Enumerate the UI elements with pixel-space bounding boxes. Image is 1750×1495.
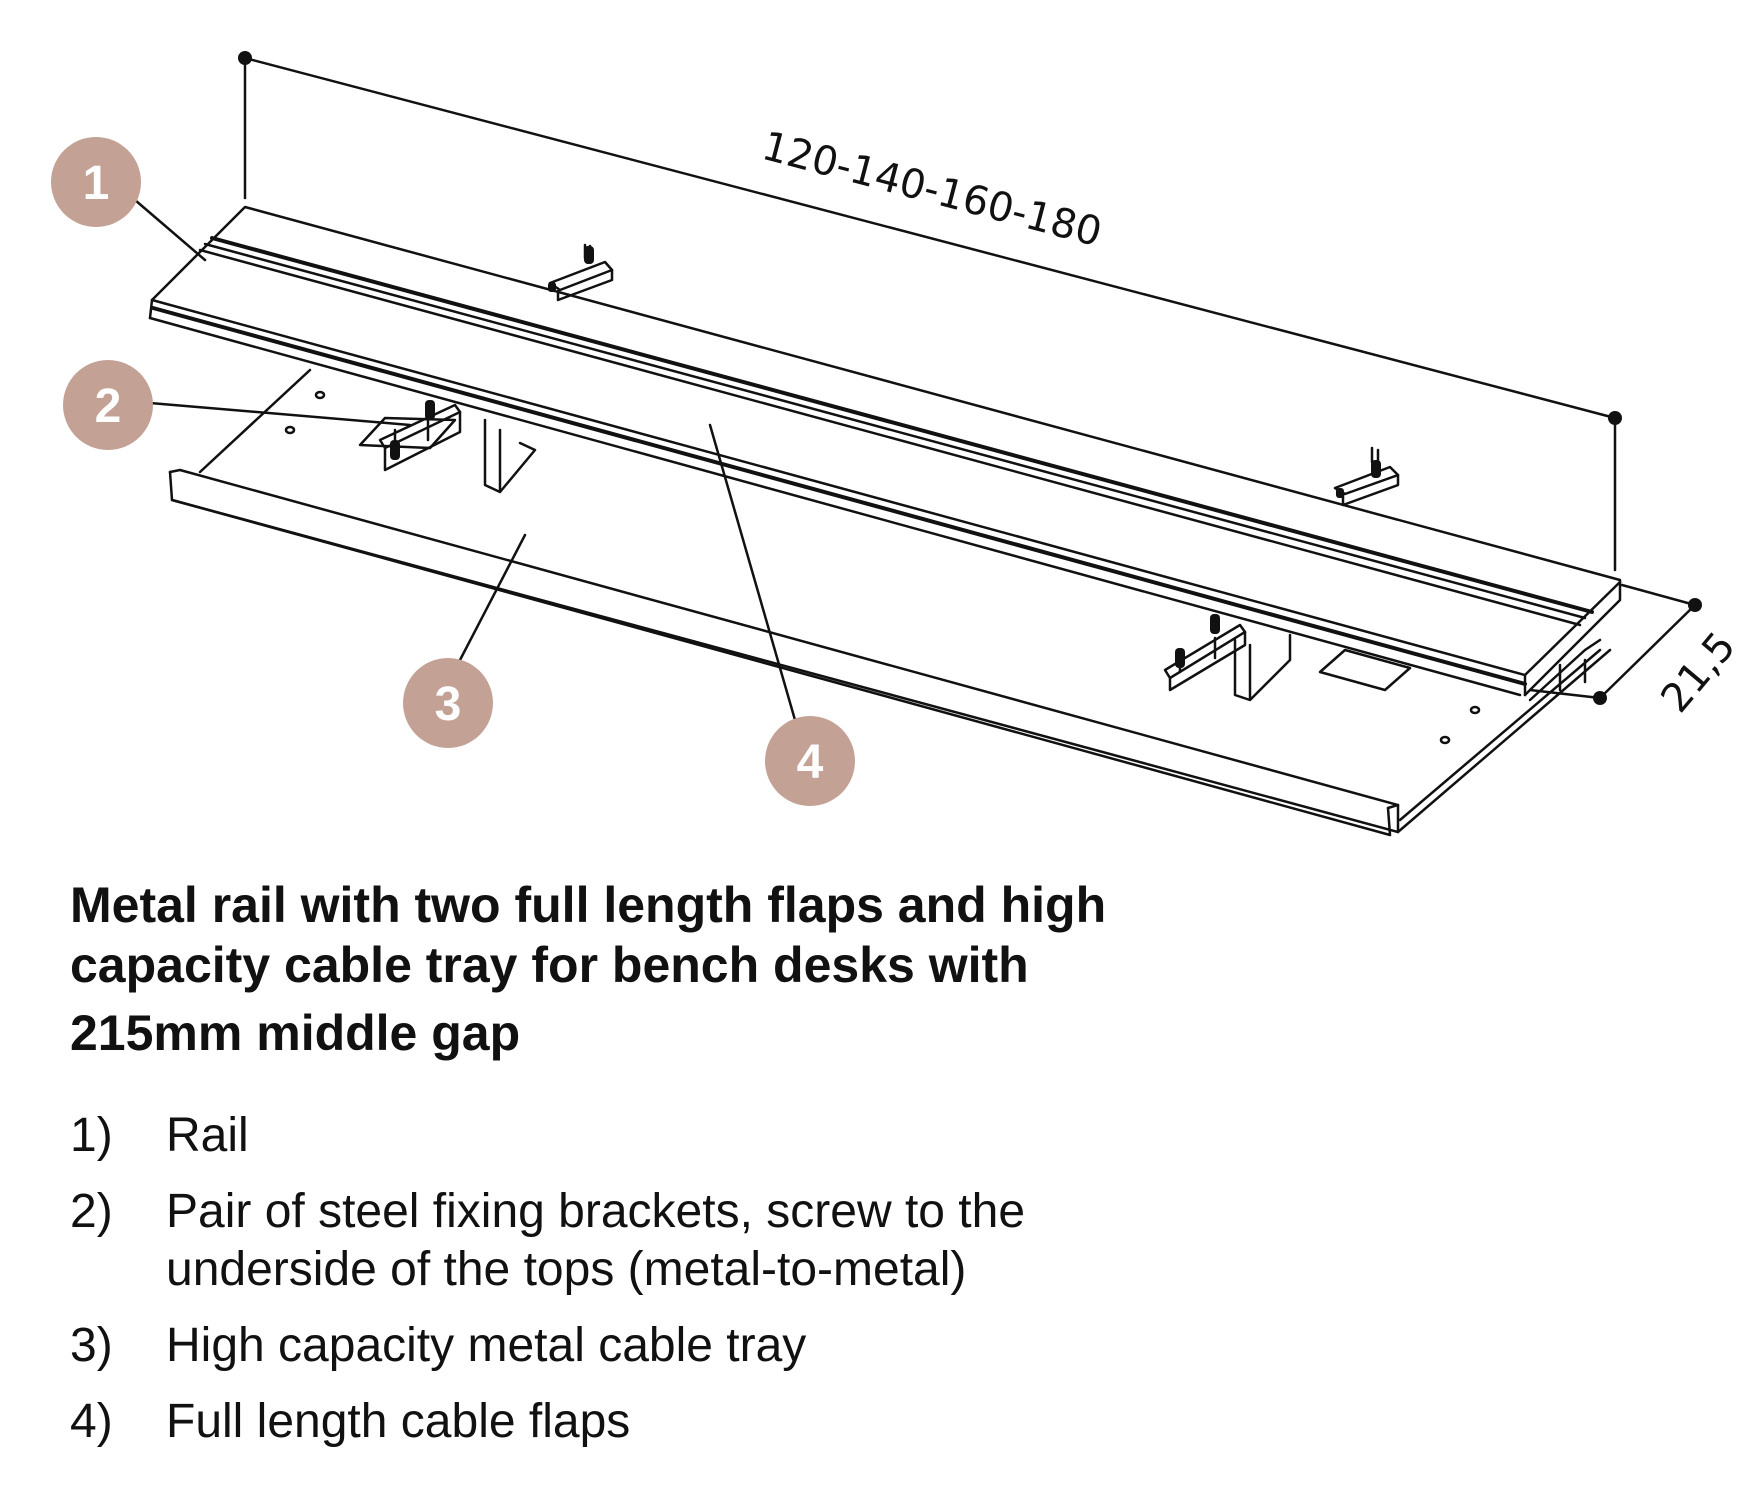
item-number: 4) xyxy=(70,1395,113,1448)
title-line: Metal rail with two full length flaps an… xyxy=(70,877,1107,933)
title-line: capacity cable tray for bench desks with xyxy=(70,937,1029,993)
item-text: Full length cable flaps xyxy=(166,1395,631,1448)
cable-tray-drawing xyxy=(168,368,1612,837)
product-title: Metal rail with two full length flaps an… xyxy=(70,875,1220,1063)
callout-1: 1 xyxy=(51,137,141,227)
callout-3: 3 xyxy=(403,658,493,748)
list-item: 1) Rail xyxy=(70,1107,1220,1165)
item-text: High capacity metal cable tray xyxy=(166,1319,807,1372)
item-number: 2) xyxy=(70,1185,113,1238)
list-item: 4) Full length cable flaps xyxy=(70,1393,1220,1451)
rail-drawing xyxy=(148,205,1622,702)
caption: Metal rail with two full length flaps an… xyxy=(70,875,1220,1469)
svg-text:4: 4 xyxy=(797,736,824,789)
svg-text:3: 3 xyxy=(435,678,462,731)
list-item: 2) Pair of steel fixing brackets, screw t… xyxy=(70,1183,1220,1299)
svg-text:2: 2 xyxy=(95,380,122,433)
length-dimension-label: 120-140-160-180 xyxy=(757,123,1106,256)
fixing-brackets-drawing xyxy=(358,243,1400,702)
leader-line-4 xyxy=(708,423,797,722)
parts-list: 1) Rail 2) Pair of steel fixing brackets, … xyxy=(70,1107,1220,1451)
dimension-endpoint xyxy=(238,51,252,65)
dimension-endpoint xyxy=(1608,411,1622,425)
dimension-endpoint xyxy=(1688,598,1702,612)
callout-4: 4 xyxy=(765,716,855,806)
length-dimension xyxy=(243,56,1617,572)
svg-text:1: 1 xyxy=(83,157,110,210)
leader-line-2 xyxy=(148,401,412,427)
depth-dimension xyxy=(1528,583,1697,700)
depth-dimension-label: 21,5 xyxy=(1652,624,1744,722)
item-number: 3) xyxy=(70,1319,113,1372)
item-number: 1) xyxy=(70,1109,113,1162)
title-line: 215mm middle gap xyxy=(70,1005,521,1061)
leader-line-1 xyxy=(133,198,207,262)
leader-line-3 xyxy=(458,533,527,662)
cable-tray-diagram: 120-140-160-180 21,5 1 2 3 4 xyxy=(51,51,1745,837)
callout-2: 2 xyxy=(63,360,153,450)
dimension-endpoint xyxy=(1593,691,1607,705)
item-text: Rail xyxy=(166,1109,249,1162)
list-item: 3) High capacity metal cable tray xyxy=(70,1317,1220,1375)
item-text: Pair of steel fixing brackets, screw to … xyxy=(166,1185,1026,1296)
